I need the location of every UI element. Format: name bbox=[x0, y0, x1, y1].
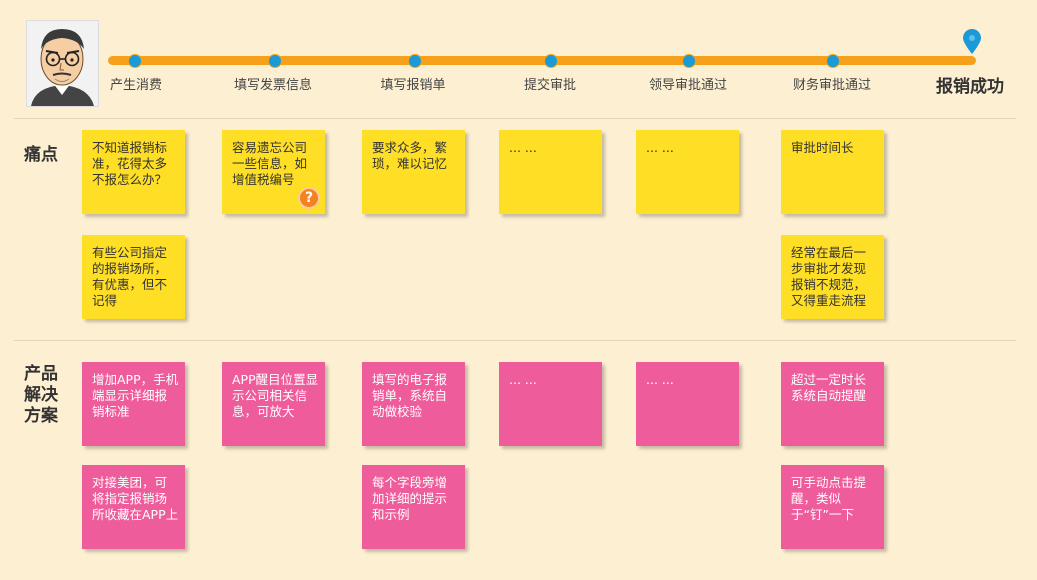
solution-note: 填写的电子报销单，系统自动做校验 bbox=[362, 362, 465, 446]
stage-dot bbox=[128, 54, 142, 68]
final-stage-label: 报销成功 bbox=[936, 77, 1004, 97]
solution-note: 超过一定时长系统自动提醒 bbox=[781, 362, 884, 446]
location-pin-icon bbox=[962, 29, 982, 59]
stage-label: 领导审批通过 bbox=[648, 78, 728, 93]
stage-label: 填写报销单 bbox=[380, 78, 446, 93]
pain-note: 容易遗忘公司一些信息，如增值税编号 ? bbox=[222, 130, 325, 214]
pain-note: ... ... bbox=[636, 130, 739, 214]
avatar bbox=[26, 20, 99, 107]
stage-label: 产生消费 bbox=[109, 78, 163, 93]
divider bbox=[14, 118, 1016, 119]
divider bbox=[14, 340, 1016, 341]
solution-note: APP醒目位置显示公司相关信息，可放大 bbox=[222, 362, 325, 446]
pain-note: 经常在最后一步审批才发现报销不规范，又得重走流程 bbox=[781, 235, 884, 319]
stage-label: 财务审批通过 bbox=[792, 78, 872, 93]
pain-note: 有些公司指定的报销场所，有优惠，但不记得 bbox=[82, 235, 185, 319]
stage-label: 提交审批 bbox=[523, 78, 577, 93]
stage-label: 填写发票信息 bbox=[233, 78, 313, 93]
stage-dot bbox=[408, 54, 422, 68]
pain-note: 要求众多，繁琐，难以记忆 bbox=[362, 130, 465, 214]
question-icon: ? bbox=[298, 187, 320, 209]
row-label-pain-points: 痛点 bbox=[24, 145, 58, 165]
solution-note: 对接美团，可将指定报销场所收藏在APP上 bbox=[82, 465, 185, 549]
stage-dot bbox=[826, 54, 840, 68]
stage-dot bbox=[544, 54, 558, 68]
solution-note: 可手动点击提醒，类似于“钉”一下 bbox=[781, 465, 884, 549]
pain-note: 不知道报销标准，花得太多不报怎么办？ bbox=[82, 130, 185, 214]
pain-note: 审批时间长 bbox=[781, 130, 884, 214]
row-label-solutions: 产品解决方案 bbox=[24, 364, 58, 426]
pain-note: ... ... bbox=[499, 130, 602, 214]
solution-note: ... ... bbox=[499, 362, 602, 446]
solution-note: 增加APP，手机端显示详细报销标准 bbox=[82, 362, 185, 446]
solution-note: ... ... bbox=[636, 362, 739, 446]
timeline-track bbox=[108, 56, 976, 65]
solution-note: 每个字段旁增加详细的提示和示例 bbox=[362, 465, 465, 549]
stage-dot bbox=[268, 54, 282, 68]
stage-dot bbox=[682, 54, 696, 68]
